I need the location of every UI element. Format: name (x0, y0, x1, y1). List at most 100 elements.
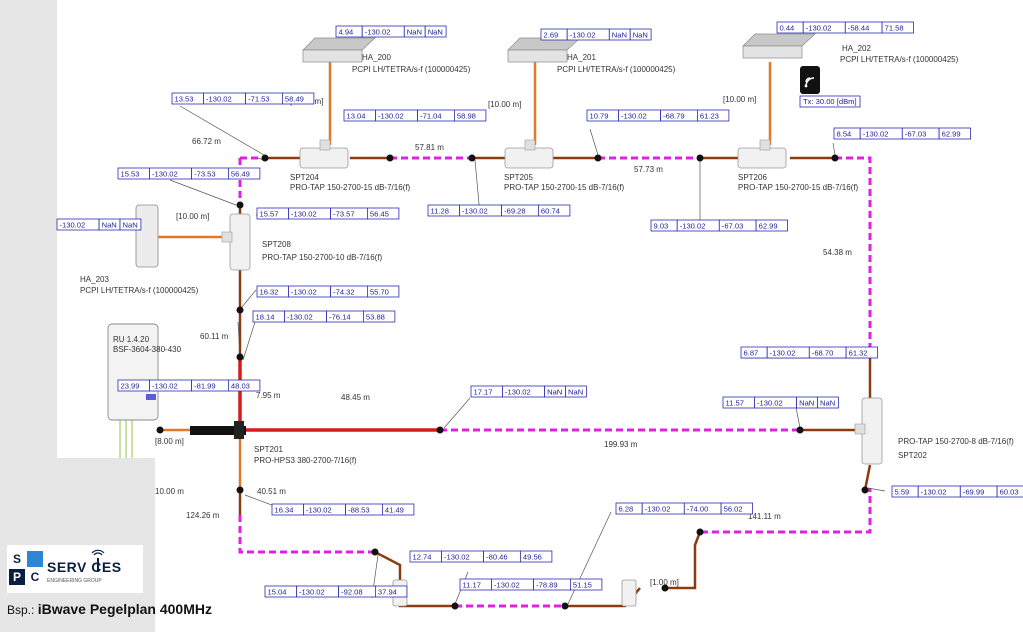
splitter-bottom-b[interactable] (621, 579, 637, 607)
measurement-value: NaN (407, 27, 422, 36)
measurement-cell (629, 28, 652, 41)
measurement-value: NaN (102, 220, 117, 229)
splitter-spt204[interactable]: SPT204 PRO-TAP 150-2700-15 dB-7/16(f) (290, 139, 411, 192)
measurement-value: -68.70 (812, 348, 834, 357)
measurement-value: 60.03 (1000, 487, 1019, 496)
antenna-ha201[interactable]: HA_201 PCPI LH/TETRA/s-f (100000425) (507, 37, 676, 74)
connector-icon (386, 154, 394, 162)
measurement-cell (520, 550, 553, 563)
measurement-value: -130.02 (365, 27, 391, 36)
measurement-value: -130.02 (863, 129, 889, 138)
splitter-spt206[interactable]: SPT206 PRO-TAP 150-2700-15 dB-7/16(f) (737, 139, 859, 192)
measurement-value: -130.02 (462, 206, 488, 215)
antenna-ha203[interactable]: HA_203 PCPI LH/TETRA/s-f (100000425) (80, 204, 199, 295)
tx-indicator[interactable]: Tx: 30.00 [dBm] (799, 66, 861, 108)
measurement-value: -88.53 (348, 505, 370, 514)
measurement-value: -67.03 (905, 129, 927, 138)
splitter-model: PRO-TAP 150-2700-8 dB-7/16(f) (898, 437, 1014, 446)
measurement-value: 10.79 (590, 111, 609, 120)
measurement-value: 53.88 (366, 312, 385, 321)
measurement-value: 4.94 (339, 27, 354, 36)
splitter-icon (621, 579, 637, 607)
measurement-value: 58.98 (457, 111, 476, 120)
cable-bottom (238, 515, 375, 554)
antenna-ha200[interactable]: HA_200 PCPI LH/TETRA/s-f (100000425) (302, 37, 471, 74)
tx-label: Tx: 30.00 [dBm] (803, 97, 857, 106)
measurement-value: 49.56 (523, 552, 542, 561)
measurement-value: 56.02 (724, 504, 743, 513)
splitter-spt205[interactable]: SPT205 PRO-TAP 150-2700-15 dB-7/16(f) (504, 139, 625, 192)
distance-label: 40.51 m (257, 487, 286, 496)
measurement-value: 41.49 (385, 505, 404, 514)
measurement-cell (538, 204, 571, 217)
measurement-value: 51.15 (573, 580, 592, 589)
antenna-ha202[interactable]: HA_202 PCPI LH/TETRA/s-f (100000425) (742, 33, 959, 64)
cable-length-label: [10.00 m] (176, 212, 209, 221)
measurement-value: 71.58 (885, 23, 904, 32)
measurement-value: -130.02 (621, 111, 647, 120)
magenta-cable-group (238, 156, 872, 608)
splitter-spt202[interactable]: PRO-TAP 150-2700-8 dB-7/16(f) SPT202 (854, 397, 1014, 465)
measurement-value: -130.02 (505, 387, 531, 396)
measurement-cell (697, 109, 730, 122)
connector-icon (236, 306, 244, 314)
measurement-value: 16.34 (275, 505, 294, 514)
measurement-cell (817, 396, 839, 409)
measurement-cell (755, 219, 788, 232)
cable-top-right (835, 156, 872, 355)
measurement-value: -130.02 (757, 398, 783, 407)
radio-unit[interactable]: RU 1.4.20 BSF-3604-380-430 (107, 323, 182, 421)
measurement-value: -80.46 (486, 552, 508, 561)
cable-length-label: 10.00 m (155, 487, 184, 496)
measurement-value: -130.02 (152, 381, 178, 390)
measurement-value: 37.94 (378, 587, 397, 596)
splitter-spt201[interactable]: SPT201 PRO-HPS3 380-2700-7/16(f) (190, 421, 357, 465)
splitter-spt208[interactable]: SPT208 PRO-TAP 150-2700-10 dB-7/16(f) (221, 213, 383, 271)
antenna-model: PCPI LH/TETRA/s-f (100000425) (352, 65, 471, 74)
cable-length-label: [10.00 m] (723, 95, 756, 104)
page-caption: Bsp.: iBwave Pegelplan 400MHz (7, 601, 212, 617)
logo-antenna-icon (91, 549, 105, 572)
measurement-value: -81.99 (194, 381, 216, 390)
measurement-value: 6.28 (619, 504, 634, 513)
connector-icon (236, 486, 244, 494)
antenna-model: PCPI LH/TETRA/s-f (100000425) (557, 65, 676, 74)
measurement-cell (227, 167, 261, 180)
splitter-icon (190, 426, 246, 435)
distance-label: 57.73 m (634, 165, 663, 174)
antenna-icon (135, 204, 159, 268)
measurement-value: 16.32 (260, 287, 279, 296)
measurement-value: -68.79 (663, 111, 685, 120)
measurement-value: -130.02 (806, 23, 832, 32)
antenna-model: PCPI LH/TETRA/s-f (100000425) (840, 55, 959, 64)
measurement-value: 15.04 (268, 587, 287, 596)
measurement-value: 13.53 (175, 94, 194, 103)
connector-icon (661, 584, 669, 592)
measurement-value: 5.59 (895, 487, 910, 496)
measurement-cell (381, 503, 415, 516)
